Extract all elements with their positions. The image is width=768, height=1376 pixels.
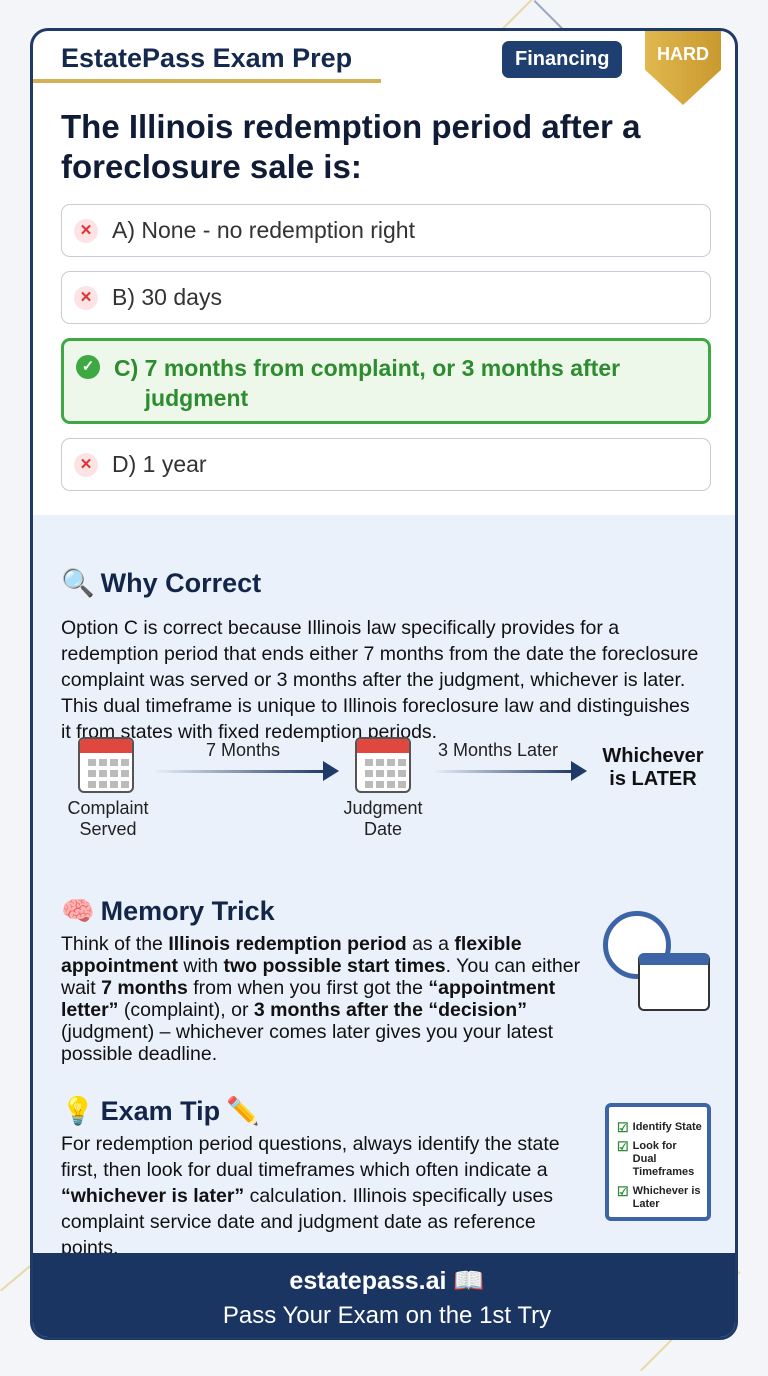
memory-heading: 🧠Memory Trick	[61, 895, 275, 927]
memory-text: Think of the Illinois redemption period …	[61, 933, 596, 1065]
timeline-result: Whichever is LATER	[602, 745, 704, 790]
emphasis-text: two possible start times	[223, 955, 446, 977]
checklist-item: ☑Look for Dual Timeframes	[617, 1140, 703, 1179]
option-c[interactable]: ✓ C) 7 months from complaint, or 3 months…	[61, 338, 711, 424]
option-letter: B)	[112, 284, 135, 310]
brain-icon: 🧠	[61, 896, 95, 926]
emphasis-text: “appointment letter”	[61, 977, 556, 1021]
footer: estatepass.ai 📖 Pass Your Exam on the 1s…	[33, 1253, 735, 1337]
difficulty-shield: HARD	[645, 31, 721, 105]
footer-site[interactable]: estatepass.ai 📖	[33, 1267, 735, 1296]
option-d[interactable]: ✕ D) 1 year	[61, 438, 711, 491]
brand-underline	[33, 79, 381, 83]
emphasis-text: 3 months after the “decision”	[253, 999, 527, 1021]
question-card: EstatePass Exam Prep Financing HARD The …	[30, 28, 738, 1340]
x-icon: ✕	[74, 285, 98, 310]
difficulty-label: HARD	[657, 44, 709, 64]
checklist-item: ☑Identify State	[617, 1121, 703, 1134]
lightbulb-icon: 💡	[61, 1096, 95, 1126]
checklist-text: Identify State	[632, 1121, 702, 1133]
body-text: Think of the	[61, 933, 169, 955]
magnifier-icon: 🔍	[61, 568, 95, 598]
body-text: calculation. Illinois specifically uses …	[61, 1185, 554, 1259]
emphasis-text: “whichever is later”	[61, 1185, 245, 1207]
category-badge: Financing	[502, 41, 623, 78]
emphasis-text: 7 months	[101, 977, 188, 999]
checkbox-checked-icon: ☑	[617, 1184, 629, 1199]
timeline-arrow-2-label: 3 Months Later	[437, 740, 559, 760]
body-text: with	[178, 955, 224, 977]
option-a[interactable]: ✕ A) None - no redemption right	[61, 204, 711, 257]
clock-calendar-icon	[603, 911, 713, 1016]
body-text: as a	[406, 933, 455, 955]
why-text: Option C is correct because Illinois law…	[61, 617, 699, 743]
body-text: from when you first got the	[187, 977, 429, 999]
timeline-step-2: Judgment Date	[343, 798, 423, 839]
why-title: Why Correct	[100, 567, 262, 598]
timeline-arrow-1-label: 7 Months	[205, 740, 281, 760]
emphasis-text: Illinois redemption period	[168, 933, 407, 955]
x-icon: ✕	[74, 218, 98, 243]
footer-tagline: Pass Your Exam on the 1st Try	[222, 1302, 552, 1329]
explanation-section: 🔍Why Correct Option C is correct because…	[33, 515, 735, 1259]
arrow-right-icon	[433, 761, 587, 781]
emphasis-text: flexible appointment	[61, 933, 522, 977]
option-text: 7 months from complaint, or 3 months aft…	[144, 355, 621, 411]
pencil-icon: ✏️	[226, 1096, 260, 1126]
option-letter: C)	[114, 355, 139, 381]
calendar-icon	[355, 737, 411, 793]
option-letter: A)	[112, 217, 135, 243]
calendar-icon	[78, 737, 134, 793]
body-text: (complaint), or	[118, 999, 254, 1021]
brand-title: EstatePass Exam Prep	[61, 43, 353, 73]
x-icon: ✕	[74, 452, 98, 477]
site-link[interactable]: estatepass.ai	[289, 1267, 447, 1295]
option-text: 1 year	[142, 451, 207, 477]
checklist-text: Whichever is Later	[632, 1185, 701, 1210]
question-text: The Illinois redemption period after a f…	[61, 108, 641, 185]
body-text: . You can either wait	[61, 955, 581, 999]
tip-title: Exam Tip	[100, 1095, 221, 1126]
option-text: 30 days	[141, 284, 222, 310]
checkbox-checked-icon: ☑	[617, 1120, 629, 1135]
checklist-text: Look for Dual Timeframes	[632, 1140, 695, 1178]
tip-text: For redemption period questions, always …	[61, 1131, 581, 1261]
option-text: None - no redemption right	[141, 217, 415, 243]
book-icon: 📖	[453, 1267, 485, 1295]
memory-title: Memory Trick	[100, 895, 275, 926]
timeline-step-1: Complaint Served	[67, 798, 149, 839]
checklist-clipboard-icon: ☑Identify State ☑Look for Dual Timeframe…	[605, 1103, 711, 1221]
body-text: (judgment) – whichever comes later gives…	[61, 1021, 554, 1065]
option-letter: D)	[112, 451, 137, 477]
why-heading: 🔍Why Correct	[61, 567, 261, 599]
arrow-right-icon	[153, 761, 339, 781]
check-icon: ✓	[76, 355, 100, 379]
body-text: For redemption period questions, always …	[61, 1133, 560, 1181]
checkbox-checked-icon: ☑	[617, 1139, 629, 1154]
option-b[interactable]: ✕ B) 30 days	[61, 271, 711, 324]
checklist-item: ☑Whichever is Later	[617, 1185, 703, 1211]
tip-heading: 💡Exam Tip✏️	[61, 1095, 260, 1127]
